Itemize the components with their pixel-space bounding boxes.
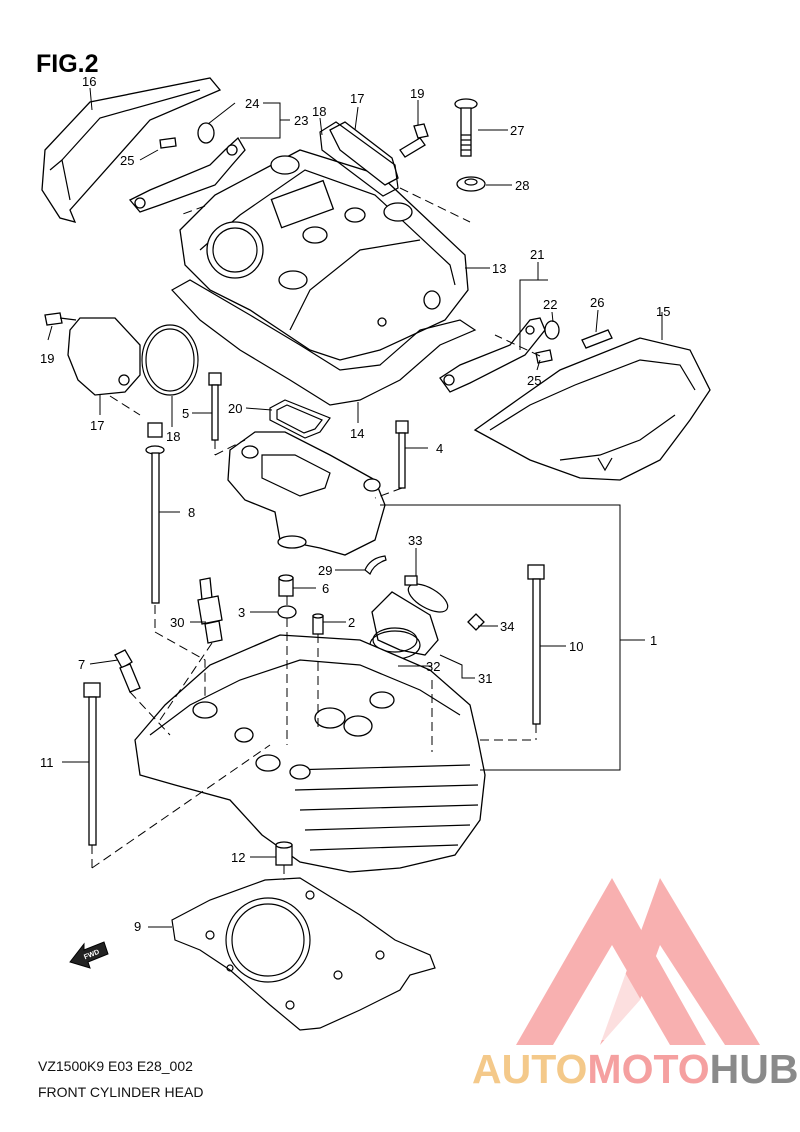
forward-arrow-icon: FWD: [69, 941, 109, 969]
bracket-part-23: [128, 122, 246, 213]
cover-plate-part-17-top: [319, 121, 399, 197]
callout-29: 29: [318, 563, 332, 578]
callout-10: 10: [569, 639, 583, 654]
plug-part-7: [114, 649, 141, 693]
callout-24: 24: [245, 96, 259, 111]
bolt-part-5: [208, 372, 222, 441]
callout-22: 22: [543, 297, 557, 312]
clamp-part-33: [404, 575, 449, 613]
callout-1: 1: [650, 633, 657, 648]
callout-16: 16: [82, 74, 96, 89]
figure-title: FIG.2: [36, 50, 99, 78]
watermark-part-auto: AUTO: [472, 1046, 588, 1092]
callout-4: 4: [436, 441, 443, 456]
callout-25-left: 25: [120, 153, 134, 168]
callout-20: 20: [228, 401, 242, 416]
dowel-part-12: [275, 841, 293, 866]
callout-21: 21: [530, 247, 544, 262]
callout-7: 7: [78, 657, 85, 672]
callout-19-left: 19: [40, 351, 54, 366]
side-cover-part-15: [473, 337, 711, 481]
callout-6: 6: [322, 581, 329, 596]
bracket-part-21: [439, 317, 560, 393]
o-ring-part-18: [141, 324, 199, 396]
callout-34: 34: [500, 619, 514, 634]
side-cover-part-17: [44, 312, 141, 396]
callout-26: 26: [590, 295, 604, 310]
callout-9: 9: [134, 919, 141, 934]
watermark-part-hub: HUB: [709, 1046, 799, 1092]
screw-part-34: [467, 613, 485, 631]
diagram-code: VZ1500K9 E03 E28_002: [38, 1058, 193, 1074]
callout-23: 23: [294, 113, 308, 128]
callout-11: 11: [40, 755, 54, 770]
bolt-part-10: [527, 564, 545, 725]
callout-30: 30: [170, 615, 184, 630]
callout-labels: 1 2 3 4 5 6 7 8 9 10 11 12 13 14 15 16 1…: [40, 74, 670, 934]
bolt-part-4: [395, 420, 409, 489]
callout-32: 32: [426, 659, 440, 674]
callout-17-top: 17: [350, 91, 364, 106]
callout-31: 31: [478, 671, 492, 686]
callout-2: 2: [348, 615, 355, 630]
leader-lines: [47, 87, 663, 928]
callout-18-left: 18: [166, 429, 180, 444]
callout-28: 28: [515, 178, 529, 193]
gasket-part-20: [269, 399, 331, 439]
camshaft-holder: [227, 431, 386, 556]
bolt-part-19-top: [399, 123, 429, 158]
callout-19-top: 19: [410, 86, 424, 101]
callout-3: 3: [238, 605, 245, 620]
callout-5: 5: [182, 406, 189, 421]
bolt-part-11: [83, 682, 101, 846]
callout-18-top: 18: [312, 104, 326, 119]
callout-27: 27: [510, 123, 524, 138]
callout-17-left: 17: [90, 418, 104, 433]
diagram-caption: FRONT CYLINDER HEAD: [38, 1084, 204, 1100]
callout-15: 15: [656, 304, 670, 319]
bolt-part-27: [454, 98, 478, 157]
bolt-part-8: [145, 422, 165, 604]
cylinder-head-part-1: [134, 634, 486, 873]
callout-12: 12: [231, 850, 245, 865]
clip-part-29: [364, 555, 387, 575]
dowel-part-6: [278, 574, 294, 597]
dowel-part-2: [312, 613, 324, 635]
spark-plug-part-30: [197, 577, 223, 644]
callout-14: 14: [350, 426, 364, 441]
heat-shield-part-16: [41, 77, 222, 223]
callout-25-right: 25: [527, 373, 541, 388]
o-ring-part-3: [277, 605, 297, 619]
head-gasket-part-9: [171, 877, 436, 1031]
washer-part-28: [456, 176, 486, 192]
head-cover-gasket-part-14: [171, 279, 477, 406]
watermark-brand: AUTOMOTOHUB: [472, 1046, 799, 1093]
callout-33: 33: [408, 533, 422, 548]
head-cover-part-13: [179, 149, 469, 361]
callout-8: 8: [188, 505, 195, 520]
clip-part-26: [581, 329, 613, 349]
watermark-part-moto: MOTO: [587, 1046, 710, 1092]
watermark-logo: [516, 878, 760, 1045]
callout-13: 13: [492, 261, 506, 276]
